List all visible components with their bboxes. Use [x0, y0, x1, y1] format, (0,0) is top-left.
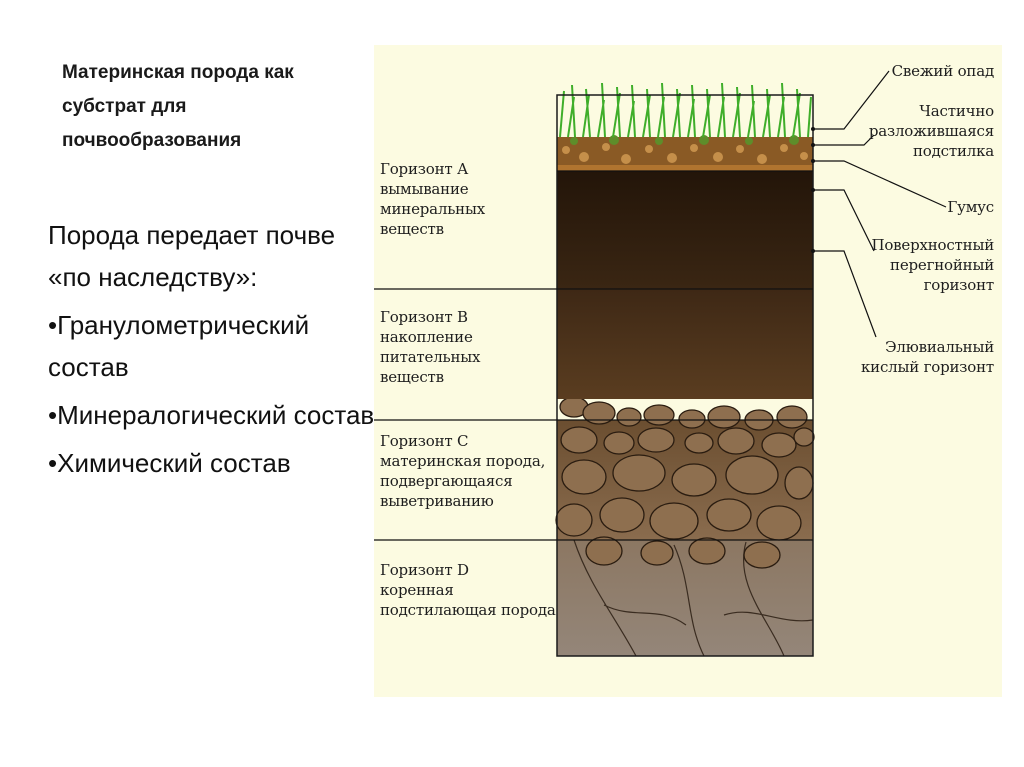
horizon-b-line-4: веществ — [380, 368, 444, 386]
partial-litter-line-3: подстилка — [912, 142, 994, 160]
horizon-a-title: Горизонт А — [380, 160, 469, 178]
partial-litter-line-1: Частично — [919, 102, 994, 120]
leader-dots — [811, 127, 815, 253]
horizon-d-line-2: коренная — [380, 581, 454, 599]
rock-fragments — [555, 396, 815, 569]
surface-humus-horizon-label: Поверхностный перегнойный горизонт — [871, 235, 994, 295]
soil-profile-svg — [374, 70, 947, 657]
partial-litter-label: Частично разложившаяся подстилка — [869, 101, 994, 161]
horizon-a-line-4: веществ — [380, 220, 444, 238]
slide-title: Материнская порода как субстрат для почв… — [62, 56, 382, 158]
bullet-intro: Порода передает почве «по наследству»: — [48, 220, 336, 292]
surface-humus-line-1: Поверхностный — [871, 236, 994, 254]
surface-humus-line-3: горизонт — [923, 276, 995, 294]
bullet-mineralogical: •Минералогический состав — [48, 400, 375, 430]
horizon-c-label: Горизонт С материнская порода, подвергаю… — [380, 431, 545, 511]
horizon-a-line-2: вымывание — [380, 180, 469, 198]
humus-label: Гумус — [947, 197, 994, 217]
horizon-b-line-2: накопление — [380, 328, 473, 346]
title-line-3: почвообразования — [62, 130, 242, 151]
title-line-2: субстрат для — [62, 96, 187, 117]
horizon-c-line-3: подвергающаяся — [380, 472, 513, 490]
grass-layer — [559, 82, 812, 138]
horizon-c-line-4: выветриванию — [380, 492, 494, 510]
horizon-a-label: Горизонт А вымывание минеральных веществ — [380, 159, 485, 239]
leader-lines — [813, 70, 947, 338]
horizon-a-layer — [557, 171, 813, 289]
fresh-litter-text: Свежий опад — [891, 62, 995, 80]
eluvial-line-1: Элювиальный — [885, 338, 994, 356]
horizon-c-title: Горизонт С — [380, 432, 469, 450]
horizon-d-line-3: подстилающая порода — [380, 601, 556, 619]
horizon-b-title: Горизонт В — [380, 308, 468, 326]
eluvial-horizon-label: Элювиальный кислый горизонт — [861, 337, 994, 377]
bullet-chemical: •Химический состав — [48, 448, 291, 478]
soil-profile-diagram: Горизонт А вымывание минеральных веществ… — [374, 45, 1002, 697]
litter-layer — [557, 135, 813, 171]
horizon-divider-lines — [374, 170, 813, 541]
partial-litter-line-2: разложившаяся — [868, 122, 994, 140]
humus-text: Гумус — [947, 198, 994, 216]
horizon-b-line-3: питательных — [380, 348, 481, 366]
horizon-d-label: Горизонт D коренная подстилающая порода — [380, 560, 556, 620]
horizon-a-line-3: минеральных — [380, 200, 485, 218]
horizon-d-title: Горизонт D — [380, 561, 469, 579]
eluvial-line-2: кислый горизонт — [860, 358, 994, 376]
horizon-c-layer — [555, 396, 815, 569]
bullet-list: Порода передает почве «по наследству»: •… — [48, 214, 378, 484]
horizon-b-layer — [557, 289, 813, 399]
fresh-litter-label: Свежий опад — [891, 61, 995, 81]
surface-humus-line-2: перегнойный — [890, 256, 994, 274]
bullet-granulometric: •Гранулометрический состав — [48, 310, 310, 382]
horizon-c-line-2: материнская порода, — [380, 452, 546, 470]
profile-frame — [556, 94, 814, 657]
title-line-1: Материнская порода как — [62, 62, 294, 83]
horizon-b-label: Горизонт В накопление питательных вещест… — [380, 307, 481, 387]
